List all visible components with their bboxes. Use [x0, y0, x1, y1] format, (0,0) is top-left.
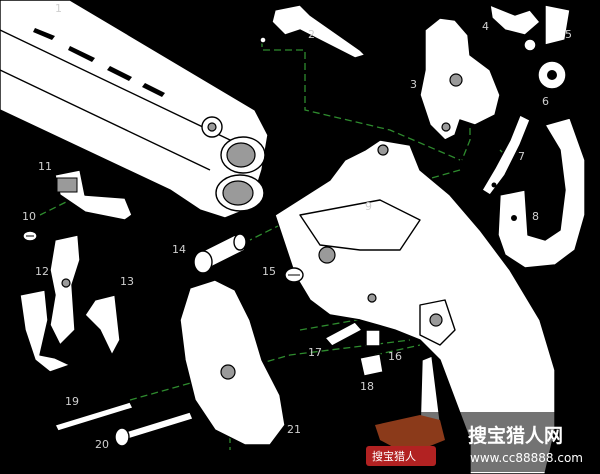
- label-19: 19: [65, 395, 79, 408]
- watermark-url: www.cc88888.com: [470, 451, 583, 465]
- screw-15: [284, 267, 304, 283]
- label-14: 14: [172, 243, 186, 256]
- label-5: 5: [565, 28, 572, 41]
- hunter-logo-icon: [375, 415, 445, 450]
- label-4: 4: [482, 20, 489, 33]
- pin-16: [365, 329, 381, 347]
- latch-11: [54, 169, 133, 221]
- label-3: 3: [410, 78, 417, 91]
- spring-13: [84, 294, 121, 356]
- part-labels: 1 2 3 4 5 6 7 8 9 10 11 12 13 14 15 16 1…: [22, 2, 572, 451]
- label-8: 8: [532, 210, 539, 223]
- label-13: 13: [120, 275, 134, 288]
- pin-14: [193, 233, 247, 274]
- grip-panel-21: [179, 279, 286, 446]
- label-11: 11: [38, 160, 52, 173]
- label-6: 6: [542, 95, 549, 108]
- watermark-badge: [366, 446, 436, 466]
- label-16: 16: [388, 350, 402, 363]
- pin-17: [324, 321, 363, 347]
- barrel-assembly: [0, 0, 269, 219]
- part-lever-2: [259, 4, 366, 59]
- label-2: 2: [308, 28, 315, 41]
- label-12: 12: [35, 265, 49, 278]
- label-17: 17: [308, 346, 322, 359]
- label-9: 9: [365, 200, 372, 213]
- label-18: 18: [360, 380, 374, 393]
- label-7: 7: [518, 150, 525, 163]
- part-4: [489, 4, 541, 52]
- watermark-badge-text: 搜宝猎人: [372, 449, 416, 463]
- part-hammer-3: [419, 17, 501, 141]
- part-5: [544, 4, 571, 46]
- label-21: 21: [287, 423, 301, 436]
- spring-18: [359, 353, 384, 377]
- watermark: 搜宝猎人 搜宝猎人网 www.cc88888.com: [360, 412, 598, 472]
- flat-spring-7: [481, 114, 531, 196]
- screw-10: [22, 230, 38, 242]
- label-20: 20: [95, 438, 109, 451]
- watermark-site-name: 搜宝猎人网: [468, 424, 563, 447]
- long-screw-20: [114, 411, 194, 447]
- long-pin-19: [54, 401, 134, 432]
- trigger-12: [19, 234, 81, 373]
- label-10: 10: [22, 210, 36, 223]
- trigger-guard-8: [497, 117, 586, 269]
- label-1: 1: [55, 2, 62, 15]
- ratchet-gear-6: [537, 60, 567, 90]
- label-15: 15: [262, 265, 276, 278]
